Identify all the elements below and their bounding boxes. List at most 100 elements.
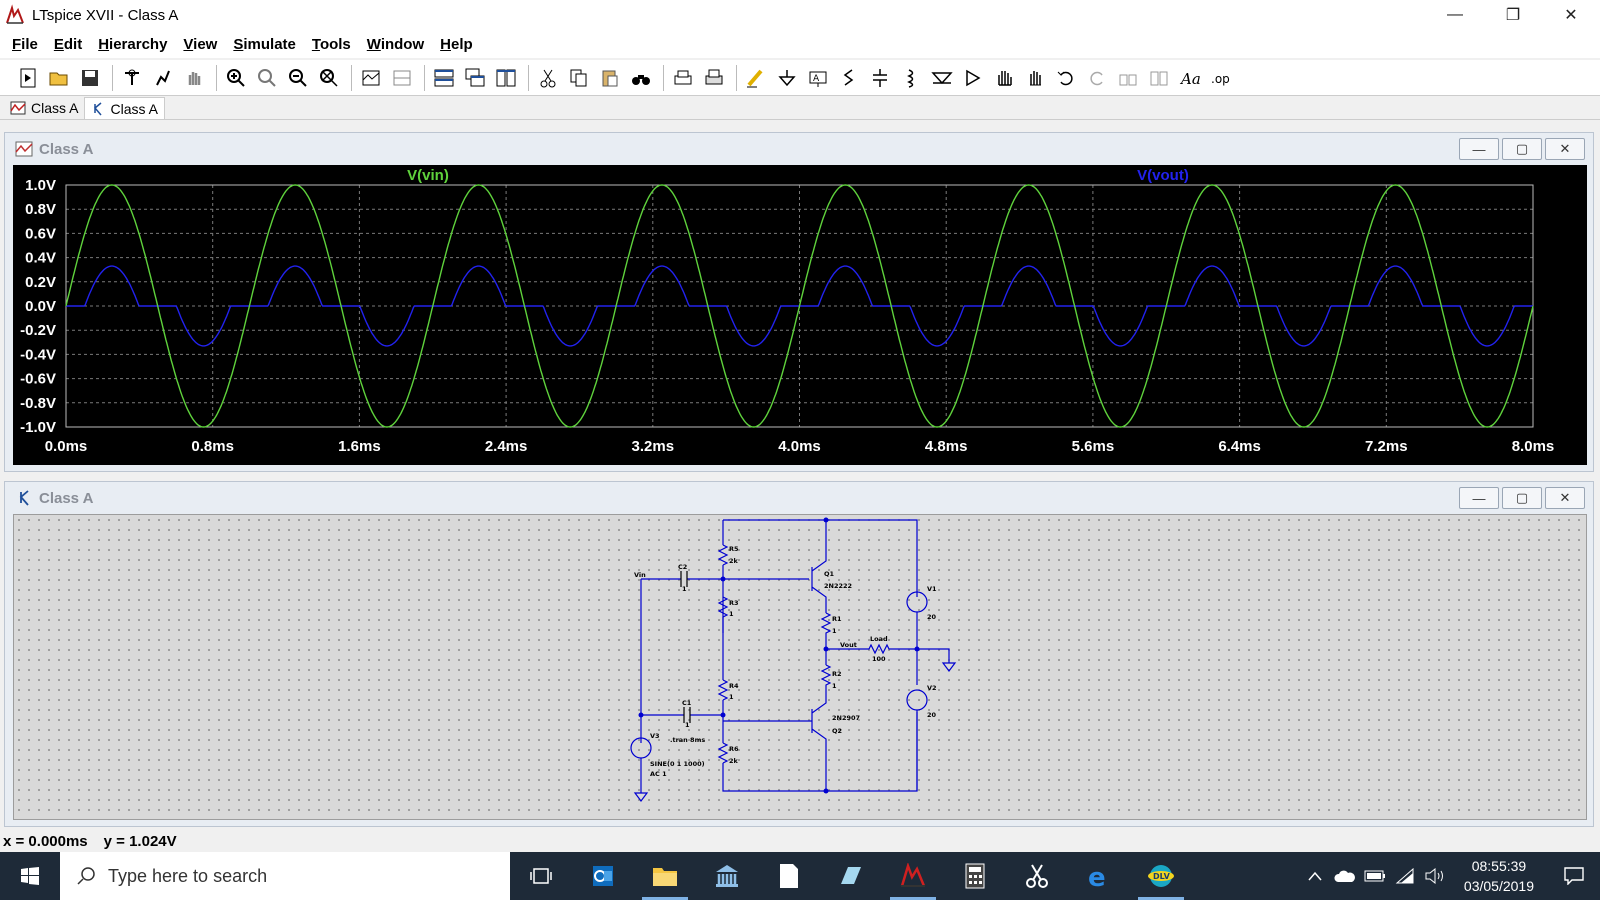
y-tick-label: -0.8V bbox=[20, 395, 56, 412]
pen-app-icon[interactable] bbox=[820, 852, 882, 900]
battery-icon[interactable] bbox=[1360, 870, 1390, 882]
x-tick-label: 0.0ms bbox=[45, 438, 88, 455]
waveform-maximize-button[interactable]: ▢ bbox=[1502, 138, 1542, 160]
zoom-fit-icon[interactable] bbox=[253, 64, 281, 92]
svg-text:.op: .op bbox=[1211, 72, 1230, 86]
print-icon[interactable] bbox=[669, 64, 697, 92]
text-icon[interactable]: Aa bbox=[1176, 64, 1204, 92]
library-icon[interactable] bbox=[696, 852, 758, 900]
wire-icon[interactable] bbox=[742, 64, 770, 92]
schematic-minimize-button[interactable]: — bbox=[1459, 487, 1499, 509]
x-tick-label: 0.8ms bbox=[191, 438, 234, 455]
snipping-icon[interactable] bbox=[1006, 852, 1068, 900]
undo-icon[interactable] bbox=[1052, 64, 1080, 92]
cut-icon[interactable] bbox=[534, 64, 562, 92]
paste-icon[interactable] bbox=[596, 64, 624, 92]
y-tick-label: -0.2V bbox=[20, 322, 56, 339]
file-explorer-icon[interactable] bbox=[634, 852, 696, 900]
notification-icon[interactable] bbox=[1548, 867, 1600, 885]
chevron-up-icon[interactable] bbox=[1300, 871, 1330, 881]
zoom-cancel-icon[interactable] bbox=[315, 64, 343, 92]
halt-icon[interactable] bbox=[180, 64, 208, 92]
ltspice-taskbar-icon[interactable] bbox=[882, 852, 944, 900]
window-title: LTspice XVII - Class A bbox=[32, 6, 179, 24]
tile-horizontal-icon[interactable] bbox=[430, 64, 458, 92]
waveform-close-button[interactable]: ✕ bbox=[1545, 138, 1585, 160]
plot-pane-icon[interactable] bbox=[388, 64, 416, 92]
zoom-out-icon[interactable] bbox=[284, 64, 312, 92]
label-net-icon[interactable]: A bbox=[804, 64, 832, 92]
label-r5-value: 2k bbox=[729, 557, 739, 565]
open-icon[interactable] bbox=[45, 64, 73, 92]
menu-file[interactable]: File bbox=[12, 35, 38, 53]
y-tick-label: -1.0V bbox=[20, 419, 56, 436]
document-tabs: Class A Class A bbox=[0, 96, 1600, 120]
inductor-icon[interactable] bbox=[897, 64, 925, 92]
menu-window[interactable]: Window bbox=[366, 35, 425, 53]
restore-button[interactable]: ❐ bbox=[1505, 7, 1521, 24]
schematic-canvas[interactable]: Vin C2 1 R5 2k R3 1 Q1 2N2222 R1 1 Vout … bbox=[13, 514, 1587, 820]
resistor-icon[interactable] bbox=[835, 64, 863, 92]
task-view-icon[interactable] bbox=[510, 852, 572, 900]
x-tick-label: 1.6ms bbox=[338, 438, 381, 455]
y-tick-label: 0.8V bbox=[25, 201, 56, 218]
menu-edit[interactable]: Edit bbox=[53, 35, 83, 53]
rotate-icon[interactable] bbox=[1114, 64, 1142, 92]
waveform-minimize-button[interactable]: — bbox=[1459, 138, 1499, 160]
dlv-icon[interactable]: DLV bbox=[1130, 852, 1192, 900]
autorange-icon[interactable] bbox=[357, 64, 385, 92]
find-icon[interactable] bbox=[627, 64, 655, 92]
outlook-icon[interactable] bbox=[572, 852, 634, 900]
schematic-icon bbox=[94, 101, 103, 115]
ground-icon[interactable] bbox=[773, 64, 801, 92]
calculator-icon[interactable] bbox=[944, 852, 1006, 900]
close-button[interactable]: ✕ bbox=[1564, 7, 1578, 24]
new-schematic-icon[interactable] bbox=[14, 64, 42, 92]
menu-hierarchy[interactable]: Hierarchy bbox=[98, 35, 168, 53]
minimize-button[interactable]: — bbox=[1447, 6, 1463, 23]
onedrive-icon[interactable] bbox=[1330, 869, 1360, 883]
svg-text:A: A bbox=[813, 74, 820, 84]
volume-icon[interactable] bbox=[1420, 868, 1450, 884]
zoom-in-icon[interactable] bbox=[222, 64, 250, 92]
tile-vertical-icon[interactable] bbox=[492, 64, 520, 92]
spice-directive-icon[interactable]: .op bbox=[1207, 64, 1235, 92]
edge-icon[interactable]: e bbox=[1068, 852, 1130, 900]
menu-view[interactable]: View bbox=[183, 35, 218, 53]
label-tran-directive[interactable]: .tran 8ms bbox=[670, 736, 705, 744]
schematic-close-button[interactable]: ✕ bbox=[1545, 487, 1585, 509]
run-icon[interactable] bbox=[149, 64, 177, 92]
schematic-drawing[interactable]: Vin C2 1 R5 2k R3 1 Q1 2N2222 R1 1 Vout … bbox=[14, 515, 1588, 821]
cascade-icon[interactable] bbox=[461, 64, 489, 92]
tab-schematic[interactable]: Class A bbox=[84, 97, 165, 119]
control-panel-icon[interactable] bbox=[118, 64, 146, 92]
menu-help[interactable]: Help bbox=[440, 35, 473, 53]
wifi-icon[interactable] bbox=[1390, 868, 1420, 884]
windows-logo-icon bbox=[21, 867, 39, 885]
copy-icon[interactable] bbox=[565, 64, 593, 92]
tab-waveform[interactable]: Class A bbox=[6, 97, 84, 119]
y-tick-label: 0.0V bbox=[25, 298, 56, 315]
drag-icon[interactable] bbox=[1021, 64, 1049, 92]
print-setup-icon[interactable] bbox=[700, 64, 728, 92]
schematic-icon bbox=[19, 490, 29, 506]
taskbar-clock[interactable]: 08:55:39 03/05/2019 bbox=[1464, 856, 1534, 896]
start-button[interactable] bbox=[0, 852, 60, 900]
save-icon[interactable] bbox=[76, 64, 104, 92]
component-icon[interactable] bbox=[959, 64, 987, 92]
diode-icon[interactable] bbox=[928, 64, 956, 92]
capacitor-icon[interactable] bbox=[866, 64, 894, 92]
taskbar-search[interactable]: Type here to search bbox=[60, 852, 510, 900]
menu-tools[interactable]: Tools bbox=[311, 35, 351, 53]
schematic-maximize-button[interactable]: ▢ bbox=[1502, 487, 1542, 509]
redo-icon[interactable] bbox=[1083, 64, 1111, 92]
title-bar: LTspice XVII - Class A — ❐ ✕ bbox=[0, 0, 1600, 30]
mirror-icon[interactable] bbox=[1145, 64, 1173, 92]
menu-simulate[interactable]: Simulate bbox=[233, 35, 296, 53]
x-tick-label: 6.4ms bbox=[1218, 438, 1261, 455]
label-c2-value: 1 bbox=[682, 585, 687, 593]
move-icon[interactable] bbox=[990, 64, 1018, 92]
notepad-icon[interactable] bbox=[758, 852, 820, 900]
